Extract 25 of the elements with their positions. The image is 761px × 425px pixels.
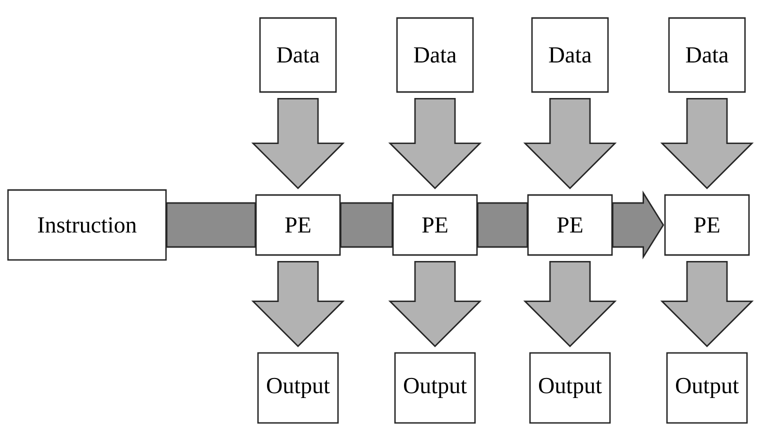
box: PE xyxy=(664,194,750,256)
block-arrow xyxy=(477,202,528,248)
block-arrow xyxy=(612,190,664,260)
block-arrow xyxy=(340,202,393,248)
block-arrow xyxy=(388,261,482,348)
box: Output xyxy=(529,352,611,424)
block-arrow xyxy=(166,202,256,248)
block-arrow xyxy=(251,261,345,348)
box: Data xyxy=(259,17,337,93)
block-arrow xyxy=(523,98,617,190)
block-arrow xyxy=(660,98,754,190)
box: PE xyxy=(527,194,613,256)
box: Data xyxy=(396,17,474,93)
box: Output xyxy=(666,352,748,424)
box: PE xyxy=(392,194,478,256)
block-arrow xyxy=(523,261,617,348)
box: Data xyxy=(668,17,746,93)
box: Data xyxy=(531,17,609,93)
box: PE xyxy=(255,194,341,256)
block-arrow xyxy=(660,261,754,348)
block-arrow xyxy=(251,98,345,190)
block-arrow xyxy=(388,98,482,190)
box: Output xyxy=(257,352,339,424)
box: Output xyxy=(394,352,476,424)
box: Instruction xyxy=(7,189,167,261)
